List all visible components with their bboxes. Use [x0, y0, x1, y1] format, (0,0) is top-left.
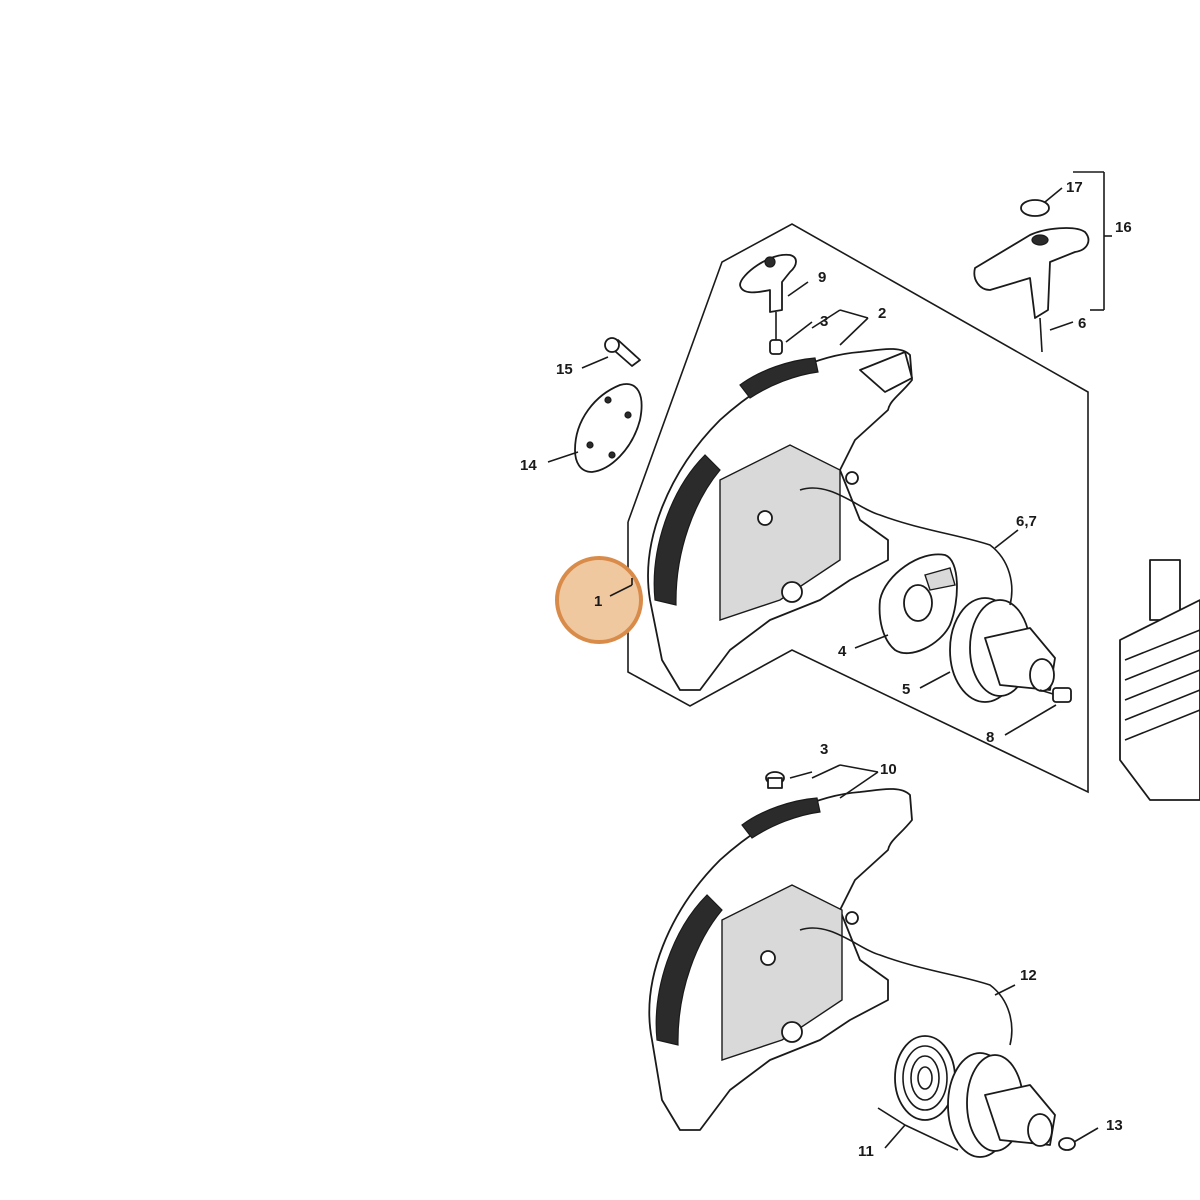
handle-9 [739, 254, 797, 355]
spring-housing-4 [878, 553, 958, 655]
callout-15[interactable]: 15 [556, 361, 573, 378]
screw-8 [1039, 687, 1072, 703]
callout-3-lower[interactable]: 3 [820, 741, 828, 758]
callout-12[interactable]: 12 [1020, 967, 1037, 984]
callout-16[interactable]: 16 [1115, 219, 1132, 236]
callout-6[interactable]: 6 [1078, 315, 1086, 332]
washer-14 [574, 383, 643, 473]
callout-3-upper[interactable]: 3 [820, 313, 828, 330]
callout-17[interactable]: 17 [1066, 179, 1083, 196]
callout-11[interactable]: 11 [858, 1143, 874, 1160]
callout-8[interactable]: 8 [986, 729, 994, 746]
rewind-spring-11 [894, 1035, 956, 1121]
rope-rotor-lower [947, 1052, 1056, 1158]
assembly-outline [627, 223, 1089, 794]
fan-housing-upper [647, 348, 913, 691]
clip-13 [1058, 1137, 1076, 1151]
callout-10[interactable]: 10 [880, 761, 897, 778]
fan-housing-lower [648, 788, 913, 1131]
callout-9[interactable]: 9 [818, 269, 826, 286]
leader-lines [547, 171, 1112, 1151]
callout-5[interactable]: 5 [902, 681, 910, 698]
callout-6-7[interactable]: 6,7 [1016, 513, 1037, 530]
rope-rotor-5 [949, 597, 1056, 703]
highlight-circle [555, 556, 643, 644]
starter-rope-12 [799, 927, 1013, 1046]
callout-2[interactable]: 2 [878, 305, 886, 322]
starter-rope-6-7 [799, 487, 1013, 606]
callout-4[interactable]: 4 [838, 643, 847, 660]
bushing-3-lower [765, 771, 785, 789]
callout-1[interactable]: 1 [594, 593, 602, 610]
engine-block [1119, 559, 1200, 801]
callout-labels: 1 2 3 3 4 5 6 6,7 8 9 10 11 12 13 14 15 … [520, 179, 1132, 1160]
screw-15 [604, 337, 641, 367]
callout-13[interactable]: 13 [1106, 1117, 1123, 1134]
starter-grip-16 [973, 199, 1090, 353]
callout-14[interactable]: 14 [520, 457, 537, 474]
